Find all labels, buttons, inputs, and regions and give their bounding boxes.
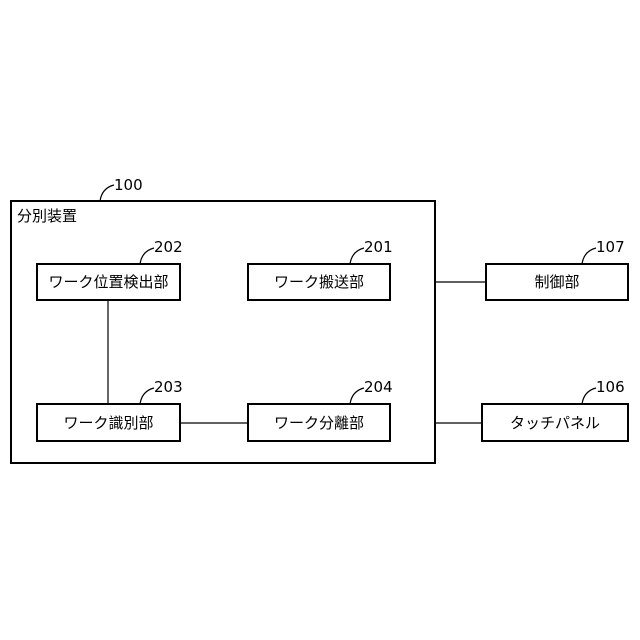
- block-position-detector-ref: 202: [154, 238, 183, 256]
- block-touch-panel-leader: [582, 388, 596, 404]
- block-position-detector-leader: [140, 248, 154, 264]
- block-transport-leader: [350, 248, 364, 264]
- block-separation-leader: [350, 388, 364, 404]
- device-ref-number: 100: [114, 176, 143, 194]
- block-separation-label: ワーク分離部: [274, 414, 364, 432]
- block-transport-label: ワーク搬送部: [274, 273, 364, 291]
- block-separation-ref: 204: [364, 378, 393, 396]
- block-control-ref: 107: [596, 238, 625, 256]
- device-ref-leader: [100, 185, 114, 201]
- block-control-label: 制御部: [534, 273, 579, 291]
- block-identification-label: ワーク識別部: [63, 414, 153, 432]
- block-identification-ref: 203: [154, 378, 183, 396]
- device-title: 分別装置: [17, 207, 77, 225]
- block-touch-panel-ref: 106: [596, 378, 625, 396]
- block-transport-ref: 201: [364, 238, 393, 256]
- block-position-detector-label: ワーク位置検出部: [48, 273, 168, 291]
- block-touch-panel-label: タッチパネル: [510, 414, 600, 432]
- block-control-leader: [582, 248, 596, 264]
- block-identification-leader: [140, 388, 154, 404]
